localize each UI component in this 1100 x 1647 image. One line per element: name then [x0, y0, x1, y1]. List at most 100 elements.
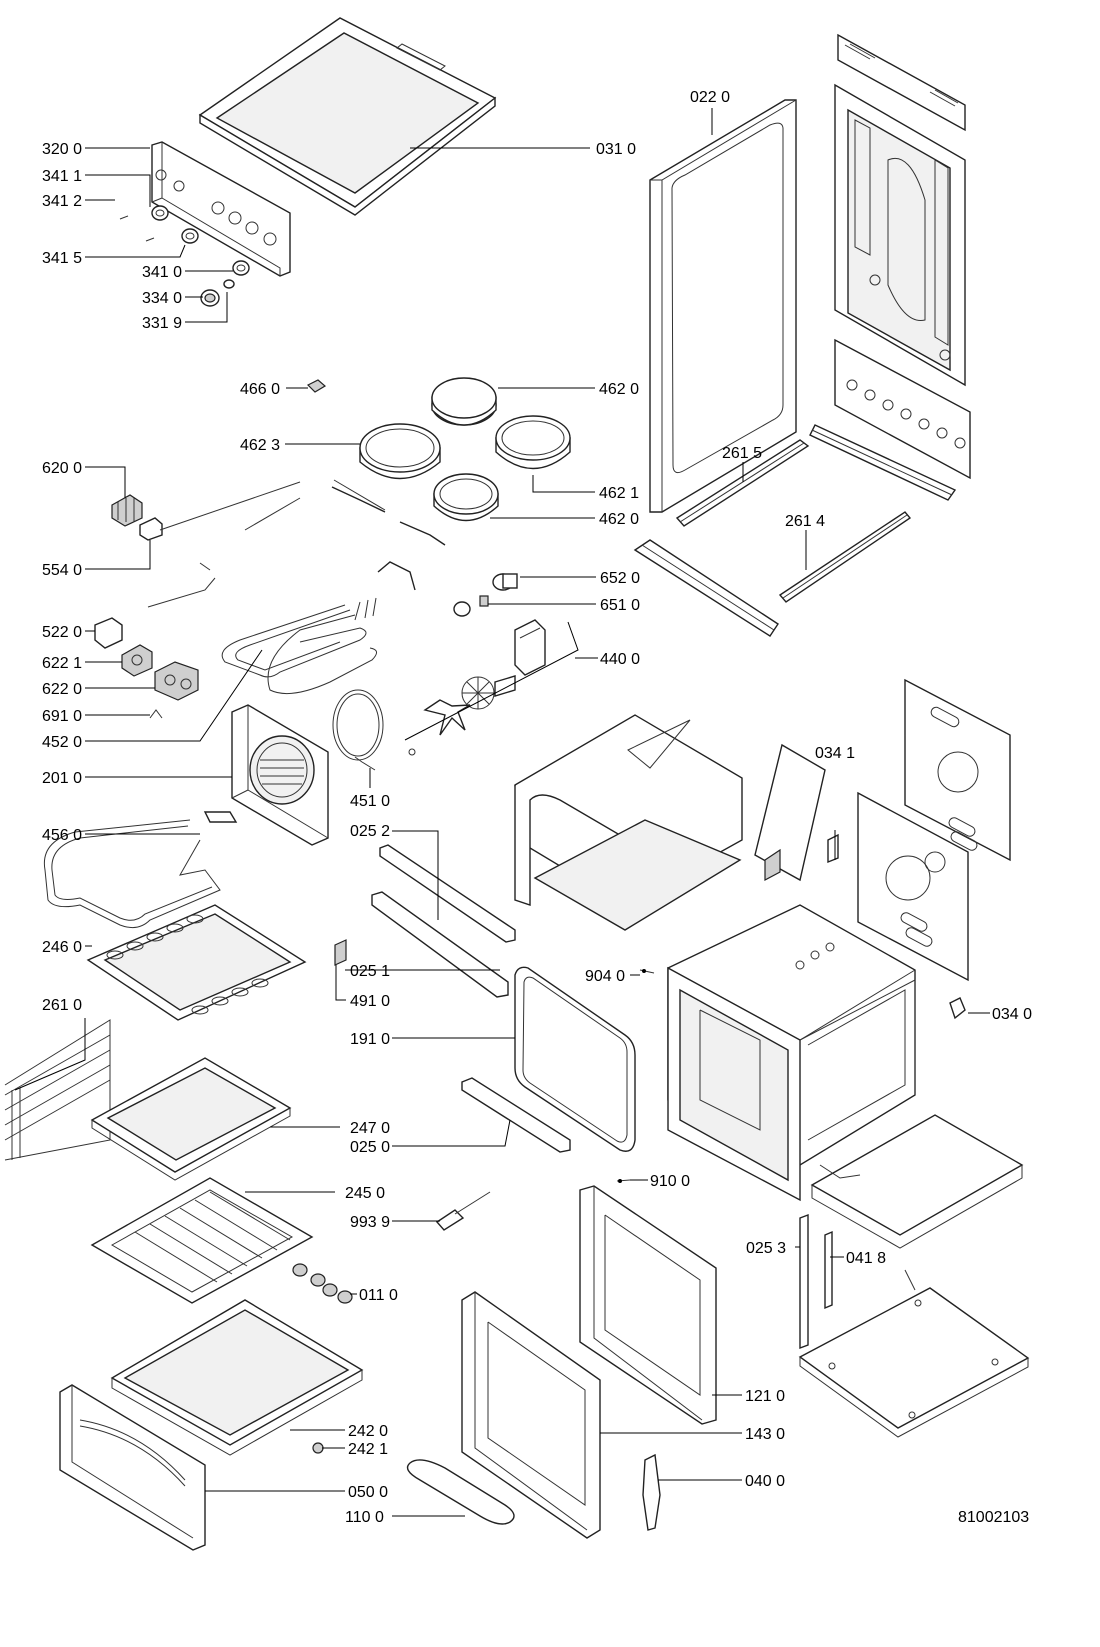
leader-lines	[14, 108, 990, 1517]
label-041-8: 041 8	[846, 1250, 886, 1267]
part-bottom-plate	[798, 1269, 1030, 1438]
part-rail-025-0	[461, 1077, 571, 1153]
label-491-0: 491 0	[350, 993, 390, 1010]
part-labels: 031 0 320 0 341 1 341 2 341 5 341 0 334 …	[42, 89, 1032, 1526]
label-025-3: 025 3	[746, 1240, 786, 1257]
label-201-0: 201 0	[42, 770, 82, 787]
part-rail-025-2	[379, 844, 516, 943]
label-320-0: 320 0	[42, 141, 82, 158]
part-control-panel-320-0	[151, 141, 291, 277]
part-drawer-tray-242-0	[110, 1299, 364, 1456]
label-011-0: 011 0	[359, 1287, 398, 1304]
label-050-0: 050 0	[348, 1484, 388, 1501]
part-knob-ring-341-0	[232, 260, 250, 276]
label-334-0: 334 0	[142, 290, 182, 307]
part-clip-034-0	[949, 997, 966, 1020]
part-baking-tray-247-0	[90, 1057, 292, 1181]
drawing-number: 81002103	[958, 1509, 1029, 1526]
part-back-panel	[834, 33, 966, 387]
part-bracket-b	[399, 521, 446, 546]
label-522-0: 522 0	[42, 624, 82, 641]
part-cable	[159, 481, 301, 531]
part-oven-cavity	[667, 904, 916, 1202]
label-993-9: 993 9	[350, 1214, 390, 1231]
label-622-0: 622 0	[42, 681, 82, 698]
label-462-3: 462 3	[240, 437, 280, 454]
label-466-0: 466 0	[240, 381, 280, 398]
part-knob-ring-341-1	[151, 205, 169, 221]
part-drawer-shelf	[810, 1114, 1024, 1249]
part-bracket-a	[331, 479, 386, 513]
part-rail-261-5	[675, 439, 810, 527]
label-910-0: 910 0	[650, 1173, 690, 1190]
label-452-0: 452 0	[42, 734, 82, 751]
label-025-2: 025 2	[350, 823, 390, 840]
part-insulation-lower	[857, 791, 969, 982]
label-034-0: 034 0	[992, 1006, 1032, 1023]
label-341-2: 341 2	[42, 193, 82, 210]
part-switch-622-0	[154, 661, 199, 701]
part-knob-ring-341-5	[181, 228, 199, 244]
part-terminal-block-620-0	[111, 494, 143, 527]
label-143-0: 143 0	[745, 1426, 785, 1443]
part-lower-back-plate	[834, 338, 971, 480]
part-screw-904-0	[639, 969, 655, 974]
part-pins-341-2	[119, 215, 155, 242]
part-gasket-191-0	[514, 966, 636, 1152]
part-rail-upper	[809, 424, 957, 501]
label-261-0: 261 0	[42, 997, 82, 1014]
part-fan-blade	[461, 676, 495, 710]
label-040-0: 040 0	[745, 1473, 785, 1490]
part-screw-910-0	[616, 1179, 631, 1183]
part-outer-door-143-0	[461, 1291, 601, 1539]
part-strip-025-3	[799, 1213, 809, 1350]
label-245-0: 245 0	[345, 1185, 385, 1202]
label-242-0: 242 0	[348, 1423, 388, 1440]
part-cooktop-031-0	[198, 17, 497, 216]
part-rail-lower-left	[633, 539, 779, 637]
part-switch-522-0	[94, 617, 123, 649]
part-washer-331-9	[223, 279, 235, 289]
label-651-0: 651 0	[600, 597, 640, 614]
part-rail-261-4	[778, 511, 912, 603]
label-622-1: 622 1	[42, 655, 82, 672]
label-025-0: 025 0	[350, 1139, 390, 1156]
label-904-0: 904 0	[585, 968, 625, 985]
label-440-0: 440 0	[600, 651, 640, 668]
label-341-1: 341 1	[42, 168, 82, 185]
part-lower-element-456-0	[43, 811, 238, 929]
label-456-0: 456 0	[42, 827, 82, 844]
part-side-rack-261-0	[4, 1019, 111, 1161]
part-handle-110-0	[406, 1459, 515, 1525]
label-261-5: 261 5	[722, 445, 762, 462]
part-hinge-041-8	[824, 1230, 833, 1310]
label-025-1: 025 1	[350, 963, 390, 980]
part-hotplate-462-3	[359, 423, 441, 480]
part-foot-242-1	[312, 1442, 324, 1454]
part-bracket-c	[377, 561, 416, 591]
part-switch-622-1	[121, 644, 153, 677]
part-tool-993-9	[435, 1191, 491, 1231]
part-hotplate-462-1	[495, 415, 571, 470]
label-341-5: 341 5	[42, 250, 82, 267]
label-031-0: 031 0	[596, 141, 636, 158]
part-switch-554-0	[139, 517, 163, 541]
label-451-0: 451 0	[350, 793, 390, 810]
label-341-0: 341 0	[142, 264, 182, 281]
label-247-0: 247 0	[350, 1120, 390, 1137]
part-inner-door-121-0	[579, 1185, 717, 1425]
label-191-0: 191 0	[350, 1031, 390, 1048]
part-cavity-liner	[514, 714, 743, 931]
part-probe	[147, 562, 216, 608]
label-554-0: 554 0	[42, 562, 82, 579]
part-door-frame-022-0	[649, 99, 797, 513]
label-691-0: 691 0	[42, 708, 82, 725]
label-462-0-top: 462 0	[599, 381, 639, 398]
part-rail-025-1	[371, 891, 509, 998]
part-lamp-cover-651-0	[453, 595, 489, 617]
label-462-0-bottom: 462 0	[599, 511, 639, 528]
label-022-0: 022 0	[690, 89, 730, 106]
part-bracket-034-1	[754, 743, 839, 882]
